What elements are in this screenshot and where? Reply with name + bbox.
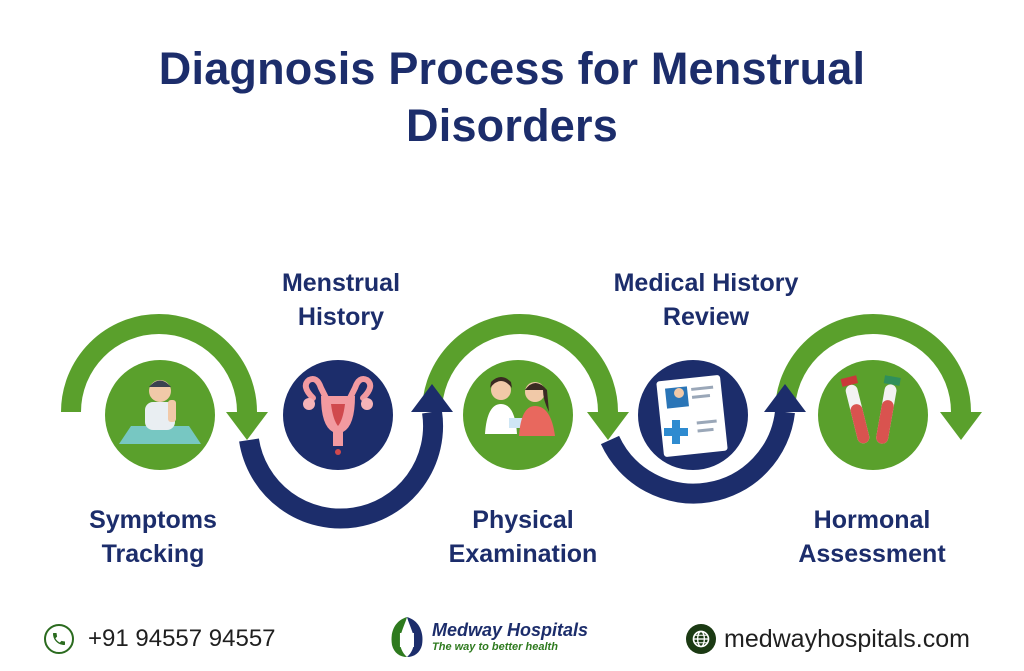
medical-record-icon	[656, 375, 728, 457]
phone-icon	[44, 624, 74, 654]
doctor-patient-icon	[485, 377, 555, 436]
website-contact: medwayhospitals.com	[686, 614, 970, 664]
step-4-circle	[638, 360, 748, 470]
navy-arrowhead-1	[411, 384, 453, 412]
green-arrow-1	[61, 314, 257, 413]
page-title: Diagnosis Process for Menstrual Disorder…	[158, 43, 866, 151]
green-arrowhead-2	[587, 412, 629, 440]
person-at-desk-icon	[119, 380, 201, 444]
step-5-circle	[818, 360, 928, 470]
globe-icon	[686, 624, 716, 654]
step-2-circle	[283, 360, 393, 470]
green-arrow-3	[775, 314, 971, 413]
navy-arrow-2	[600, 410, 795, 504]
green-arrowhead-1	[226, 412, 268, 440]
logo-tagline: The way to better health	[432, 641, 558, 653]
step-label-symptoms-tracking: Symptoms Tracking	[89, 506, 217, 568]
green-arrow-2	[422, 314, 618, 413]
step-label-menstrual-history: Menstrual History	[281, 269, 401, 331]
phone-contact: +91 94557 94557	[44, 614, 276, 664]
uterus-icon	[302, 376, 374, 455]
medway-logo-mark-icon: M	[391, 617, 423, 657]
step-1-circle	[105, 360, 215, 470]
svg-text:M: M	[399, 630, 416, 652]
website-url[interactable]: medwayhospitals.com	[724, 624, 970, 653]
step-label-hormonal-assessment: Hormonal Assessment	[798, 506, 946, 568]
test-tubes-icon	[840, 375, 901, 444]
step-3-circle	[463, 360, 573, 470]
logo-name: Medway Hospitals	[432, 620, 589, 640]
navy-arrowhead-2	[764, 384, 806, 412]
medway-logo: M Medway Hospitals The way to better hea…	[388, 612, 588, 662]
phone-number: +91 94557 94557	[88, 625, 276, 652]
green-arrowhead-3	[940, 412, 982, 440]
step-label-physical-examination: Physical Examination	[448, 506, 598, 568]
navy-arrow-1	[239, 410, 444, 529]
step-label-medical-history-review: Medical History Review	[613, 269, 799, 331]
